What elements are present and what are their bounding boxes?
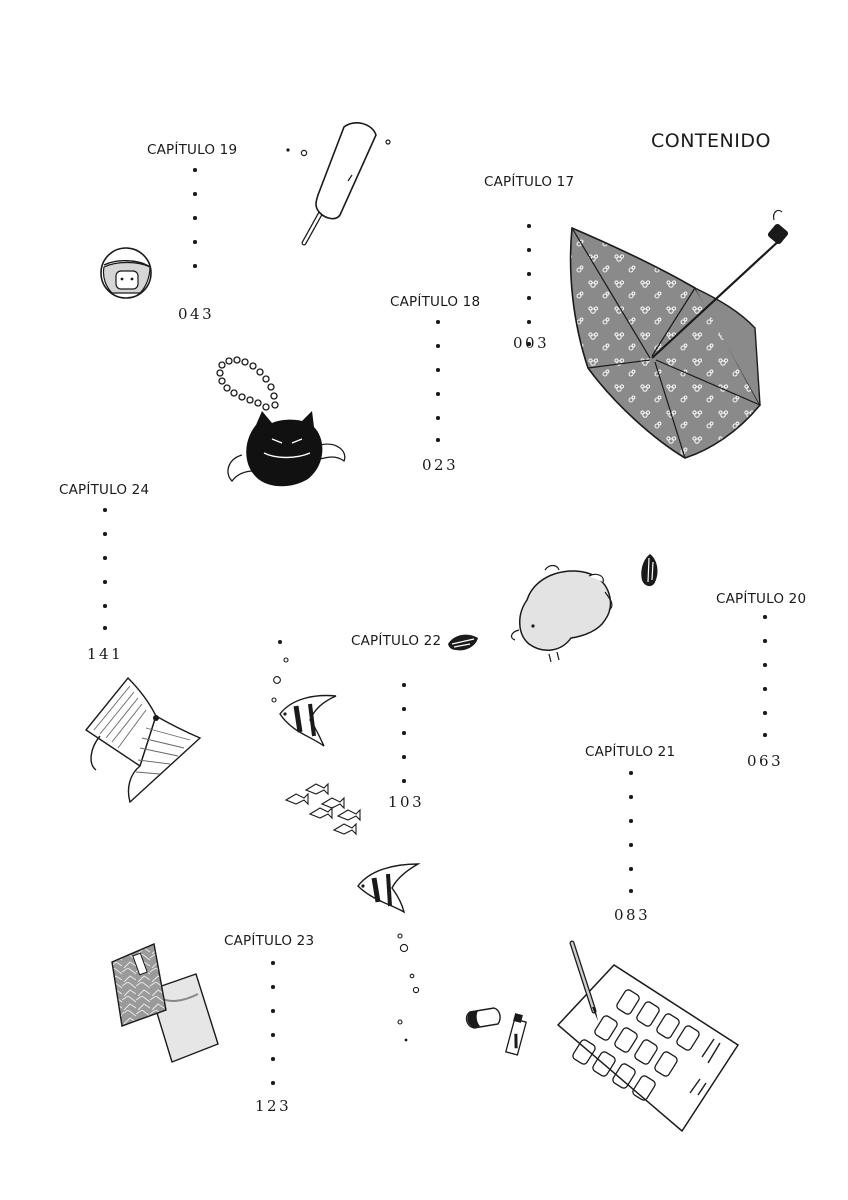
fish-school-illustration [284, 782, 361, 836]
open-book-illustration [84, 676, 202, 804]
chapter-18-label: CAPÍTULO 18 [390, 294, 481, 310]
glue-tube-illustration [505, 1013, 527, 1056]
chapter-19-label: CAPÍTULO 19 [147, 142, 238, 158]
sunflower-seed-icon-1 [641, 554, 658, 587]
chapter-17-entry[interactable]: CAPÍTULO 17 003 [484, 174, 575, 352]
chapter-21-entry[interactable]: CAPÍTULO 21 083 [585, 744, 676, 924]
chapter-20-label: CAPÍTULO 20 [716, 591, 807, 607]
chapter-24-entry[interactable]: CAPÍTULO 24 141 [59, 482, 150, 663]
cat-keychain-illustration [216, 356, 346, 487]
chapter-22-entry[interactable]: CAPÍTULO 22 103 [351, 633, 442, 811]
angelfish-illustration-1 [271, 640, 337, 747]
eraser-illustration [465, 1007, 501, 1029]
bubbles-illustration [397, 933, 420, 1042]
chapter-19-page-number: 043 [178, 305, 215, 323]
sunflower-seed-icon-2 [448, 634, 478, 651]
chapter-18-entry[interactable]: CAPÍTULO 18 023 [390, 294, 481, 474]
worksheet-and-pencil-illustration [556, 940, 740, 1133]
hamster-illustration [510, 564, 613, 663]
chapter-23-label: CAPÍTULO 23 [224, 933, 315, 949]
chapter-21-label: CAPÍTULO 21 [585, 744, 676, 760]
chapter-20-page-number: 063 [747, 752, 784, 770]
chapter-17-page-number: 003 [513, 334, 550, 352]
chapter-23-entry[interactable]: CAPÍTULO 23 123 [224, 933, 315, 1115]
chapter-18-page-number: 023 [422, 456, 459, 474]
chapter-21-page-number: 083 [614, 906, 651, 924]
chapter-19-entry[interactable]: CAPÍTULO 19 043 [147, 142, 238, 323]
umbrella-illustration [569, 209, 789, 459]
chapter-22-label: CAPÍTULO 22 [351, 633, 442, 649]
popsicle-illustration [286, 122, 391, 246]
notebook-illustration [111, 943, 219, 1063]
chapter-17-label: CAPÍTULO 17 [484, 174, 575, 190]
chapter-24-label: CAPÍTULO 24 [59, 482, 150, 498]
chapter-20-entry[interactable]: CAPÍTULO 20 063 [716, 591, 807, 770]
chapter-22-page-number: 103 [388, 793, 425, 811]
chapter-24-page-number: 141 [87, 645, 124, 663]
angelfish-illustration-2 [357, 863, 421, 914]
chapter-23-page-number: 123 [255, 1097, 292, 1115]
page-title: CONTENIDO [651, 130, 771, 152]
capsule-toy-illustration [100, 247, 152, 299]
